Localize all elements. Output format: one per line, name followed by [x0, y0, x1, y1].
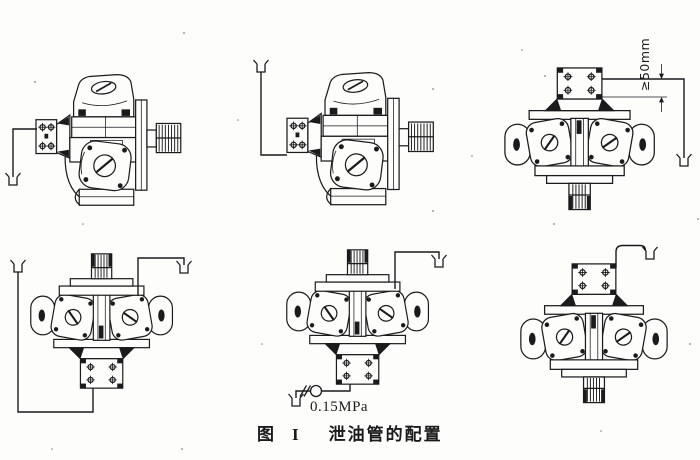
figure-caption: 图 I 泄油管的配置 [257, 420, 443, 445]
dimension-arrow-icon [659, 73, 664, 79]
pump-bottom-right-shaft-down-icon [521, 264, 667, 403]
check-valve-icon [299, 384, 323, 398]
pump-top-right-shaft-down-icon [505, 68, 654, 210]
drain-line-2 [260, 72, 287, 156]
drain-line-3 [602, 78, 685, 158]
drain-line-4a [17, 272, 94, 413]
caption-number: I [292, 425, 299, 444]
pump-bottom-left-shaft-up-icon [31, 254, 173, 388]
drain-line-1 [12, 128, 37, 177]
drain-line-5a [394, 251, 440, 289]
pump-top-middle-side-view-icon [287, 73, 433, 205]
min-height-dimension [602, 64, 667, 112]
caption-prefix: 图 [257, 425, 274, 445]
dimension-arrow-icon [659, 97, 664, 103]
drain-line-4b [137, 257, 185, 296]
scan-noise [34, 32, 699, 450]
min-height-label: ≥50mm [637, 37, 652, 91]
caption-title: 泄油管的配置 [328, 425, 443, 445]
pump-top-left-side-view-icon [36, 75, 181, 206]
pressure-label: 0.15MPa [310, 399, 369, 415]
pump-bottom-middle-shaft-up-icon [287, 250, 429, 384]
drain-cup-icon [641, 246, 659, 260]
drain-cup-icon [252, 59, 270, 73]
drain-line-5b [295, 384, 351, 398]
drain-line-6 [615, 244, 647, 268]
drain-cup-icon [9, 259, 27, 273]
